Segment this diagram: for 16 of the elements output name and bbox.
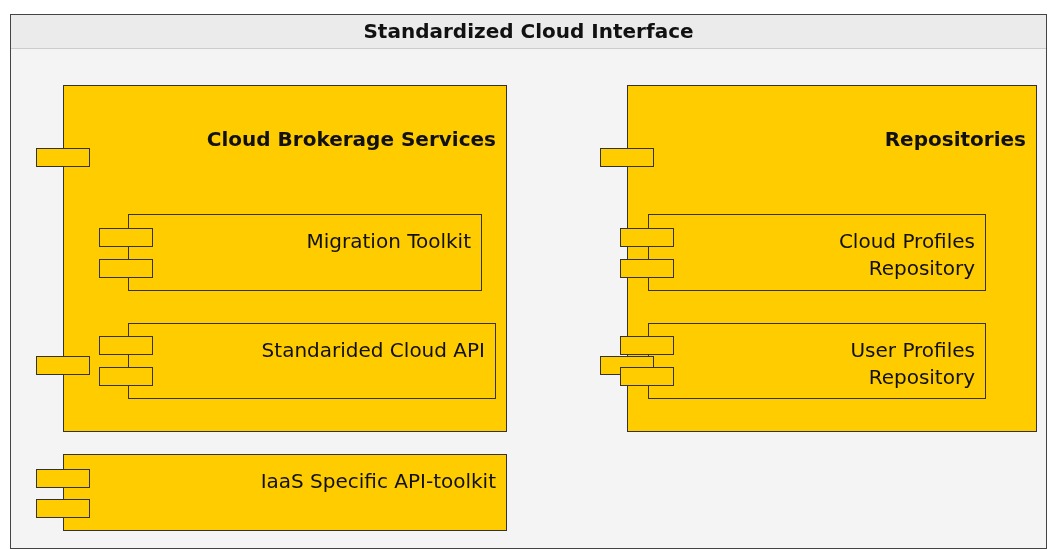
component-title: Cloud Brokerage Services xyxy=(205,126,496,153)
component-box xyxy=(128,323,496,399)
component-box xyxy=(63,85,507,432)
component-box xyxy=(627,85,1037,432)
component-label: Standarided Cloud API xyxy=(260,337,485,364)
component-title: Repositories xyxy=(883,126,1026,153)
package-title: Standardized Cloud Interface xyxy=(11,15,1046,49)
component-label: User Profiles Repository xyxy=(849,337,975,391)
component-label: Migration Toolkit xyxy=(305,228,471,255)
component-box xyxy=(648,323,986,399)
component-box xyxy=(63,454,507,531)
component-label: IaaS Specific API-toolkit xyxy=(259,468,496,495)
component-label: Cloud Profiles Repository xyxy=(837,228,975,282)
component-box xyxy=(648,214,986,291)
package-frame xyxy=(10,14,1047,549)
component-box xyxy=(128,214,482,291)
